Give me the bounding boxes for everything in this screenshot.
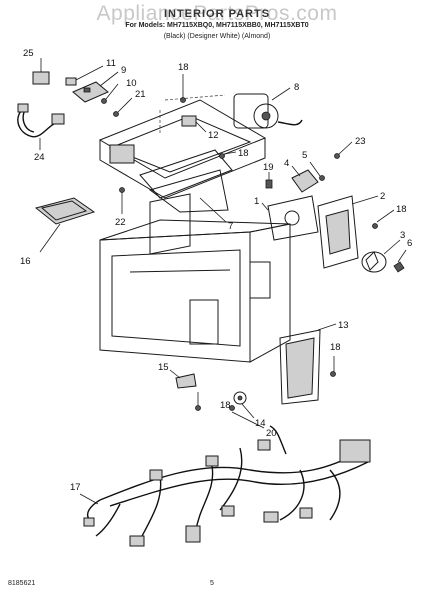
footer-page-number: 5	[210, 580, 214, 587]
callout-21: 21	[135, 89, 146, 100]
callout-18a: 18	[178, 62, 189, 73]
part-12-clip	[181, 115, 207, 133]
part-5-screw	[309, 161, 325, 181]
callout-18e: 18	[220, 400, 231, 411]
callout-5: 5	[302, 150, 307, 161]
part-10-screw	[101, 83, 119, 104]
callout-18c: 18	[396, 204, 407, 215]
part-16-filter	[34, 197, 96, 253]
part-1-mount	[261, 195, 319, 241]
callout-7: 7	[228, 221, 233, 232]
callout-3: 3	[400, 230, 405, 241]
color-variants: (Black) (Designer White) (Almond)	[163, 33, 271, 40]
callout-6: 6	[407, 238, 412, 249]
callout-17: 17	[70, 482, 81, 493]
part-22-screw	[119, 187, 125, 214]
part-18-screw-top	[180, 74, 186, 103]
part-25-connector	[32, 58, 50, 85]
callout-18d: 18	[330, 342, 341, 353]
footer-part-code: 8185621	[8, 580, 36, 587]
callout-14: 14	[255, 418, 266, 429]
part-11-clip	[65, 65, 104, 86]
part-18-screw-mid	[219, 151, 237, 159]
callout-8: 8	[294, 82, 299, 93]
page-header: AppliancePartsPros.com INTERIOR PARTS Fo…	[0, 0, 434, 52]
callout-1: 1	[254, 196, 259, 207]
callout-12: 12	[208, 130, 219, 141]
part-24-harness	[17, 103, 65, 150]
callout-13: 13	[338, 320, 349, 331]
part-18-screw-lower	[195, 392, 201, 411]
callout-22: 22	[115, 217, 126, 228]
part-8-fan-motor	[233, 87, 303, 129]
part-4-switch	[291, 165, 319, 193]
part-7-bracket	[98, 99, 267, 223]
model-numbers: For Models: MH7115XBQ0, MH7115XBB0, MH71…	[125, 22, 309, 29]
diagram-title: INTERIOR PARTS	[163, 8, 271, 20]
part-17-main-harness	[79, 425, 371, 547]
part-21-screw	[113, 97, 133, 117]
callout-24: 24	[34, 152, 45, 163]
callout-20: 20	[266, 428, 277, 439]
part-2-duct	[317, 195, 379, 269]
part-3-fan-blade	[361, 239, 401, 273]
callout-23: 23	[355, 136, 366, 147]
callout-16: 16	[20, 256, 31, 267]
callout-15: 15	[158, 362, 169, 373]
part-19-screw	[265, 172, 273, 189]
callout-11: 11	[106, 58, 116, 69]
part-20-screw	[229, 405, 265, 429]
part-6-nut	[393, 249, 407, 273]
callout-9: 9	[121, 65, 126, 76]
callout-18b: 18	[238, 148, 249, 159]
watermark: AppliancePartsPros.com	[96, 2, 338, 25]
main-cavity-frame	[99, 193, 291, 363]
callout-25: 25	[23, 48, 34, 59]
callout-19: 19	[263, 162, 274, 173]
part-9-relay-board	[72, 71, 119, 103]
part-18-screw-right	[372, 209, 395, 229]
callout-10: 10	[126, 78, 137, 89]
part-15-bracket	[169, 369, 197, 389]
part-18-screw-lower-right	[330, 356, 336, 377]
part-14-fuse	[233, 391, 255, 419]
callout-4: 4	[284, 158, 289, 169]
part-23-screw	[334, 141, 353, 159]
part-13-panel	[279, 323, 337, 405]
callout-2: 2	[380, 191, 385, 202]
